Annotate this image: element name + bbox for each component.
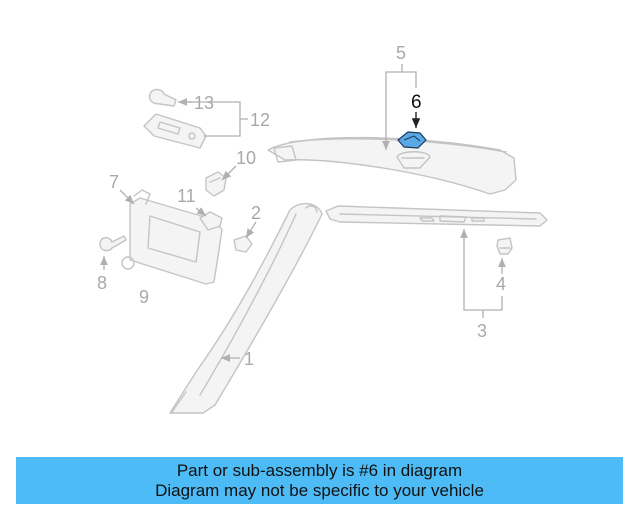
ring-part-9 bbox=[121, 256, 135, 270]
visor-holder-part-10 bbox=[205, 171, 227, 197]
leader-lines bbox=[100, 64, 506, 362]
screw-part-8 bbox=[99, 235, 127, 252]
visor-clip-part-11 bbox=[199, 211, 223, 231]
sun-visor bbox=[129, 189, 223, 285]
lamp-assembly-part-12 bbox=[143, 113, 207, 149]
clip-part-2 bbox=[233, 235, 253, 253]
callout-labels: 1 2 3 4 5 6 7 8 9 10 11 12 13 bbox=[97, 43, 506, 369]
callout-4: 4 bbox=[496, 274, 506, 294]
callout-2: 2 bbox=[251, 203, 261, 223]
callout-10: 10 bbox=[236, 148, 256, 168]
part-6-highlighted bbox=[397, 131, 427, 149]
bulb-part-13 bbox=[148, 88, 177, 107]
clip-part-4 bbox=[496, 237, 513, 255]
callout-13: 13 bbox=[194, 93, 214, 113]
a-pillar-trim bbox=[169, 203, 323, 414]
callout-12: 12 bbox=[250, 110, 270, 130]
part-info-banner: Part or sub-assembly is #6 in diagram Di… bbox=[16, 457, 623, 504]
callout-1: 1 bbox=[244, 349, 254, 369]
callout-6: 6 bbox=[411, 92, 422, 113]
header-trim bbox=[267, 136, 517, 195]
banner-line-1: Part or sub-assembly is #6 in diagram bbox=[176, 460, 463, 480]
callout-5: 5 bbox=[396, 43, 406, 63]
callout-9: 9 bbox=[139, 287, 149, 307]
banner-line-2: Diagram may not be specific to your vehi… bbox=[155, 480, 484, 500]
callout-3: 3 bbox=[477, 321, 487, 341]
callout-7: 7 bbox=[109, 172, 119, 192]
roof-rail-trim bbox=[325, 205, 548, 227]
callout-11: 11 bbox=[177, 186, 196, 206]
callout-8: 8 bbox=[97, 273, 107, 293]
